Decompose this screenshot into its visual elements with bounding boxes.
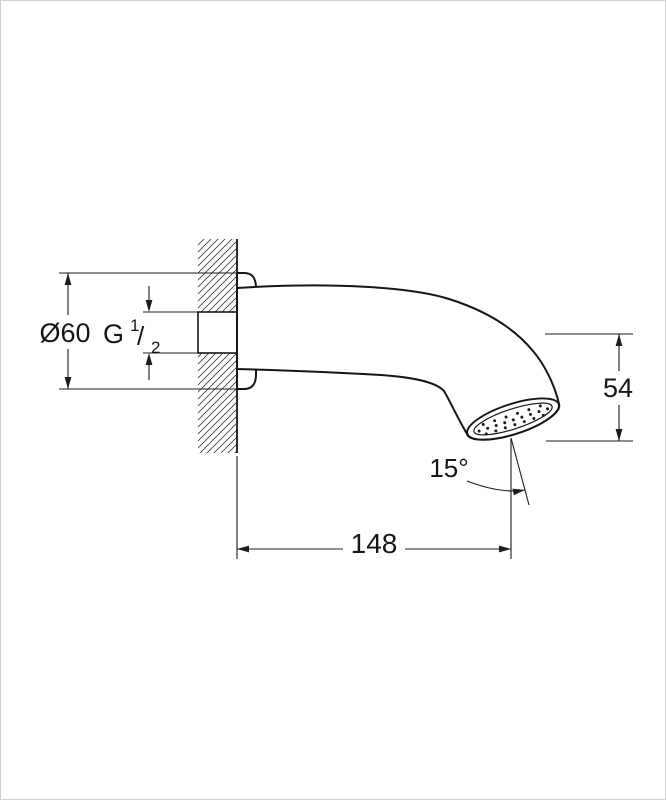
arrowhead-up — [145, 353, 153, 365]
thread-prefix: G — [103, 319, 124, 349]
spray-direction-line — [510, 437, 530, 506]
angle-label: 15° — [429, 453, 468, 483]
height-label: 54 — [603, 373, 633, 403]
thread-denominator: 2 — [151, 338, 160, 357]
thread-numerator: 1 — [130, 316, 139, 335]
arrowhead-down — [64, 377, 72, 389]
arrowhead-up — [64, 273, 72, 285]
thread-slash: / — [137, 321, 145, 351]
dim-length: 148 — [236, 438, 512, 559]
dim-thread: G 1 / 2 — [103, 286, 198, 380]
shower-head-face — [466, 397, 560, 441]
length-label: 148 — [351, 528, 398, 559]
diameter-label: Ø60 — [39, 318, 90, 348]
arrowhead-up — [615, 334, 623, 346]
arrowhead-right — [499, 545, 511, 553]
spray-nozzle-dots — [477, 404, 550, 436]
dim-angle: 15° — [429, 437, 530, 506]
thread-connection — [197, 311, 238, 354]
face-inner-rim — [473, 402, 553, 436]
wall-section — [197, 239, 238, 453]
spout-body — [236, 239, 561, 453]
arrowhead-down — [615, 429, 623, 441]
arrowhead-down — [145, 300, 153, 312]
arrowhead-arc — [512, 488, 525, 496]
dim-height: 54 — [545, 333, 633, 442]
dim-diameter: Ø60 — [39, 272, 237, 390]
arrowhead-left — [237, 545, 249, 553]
